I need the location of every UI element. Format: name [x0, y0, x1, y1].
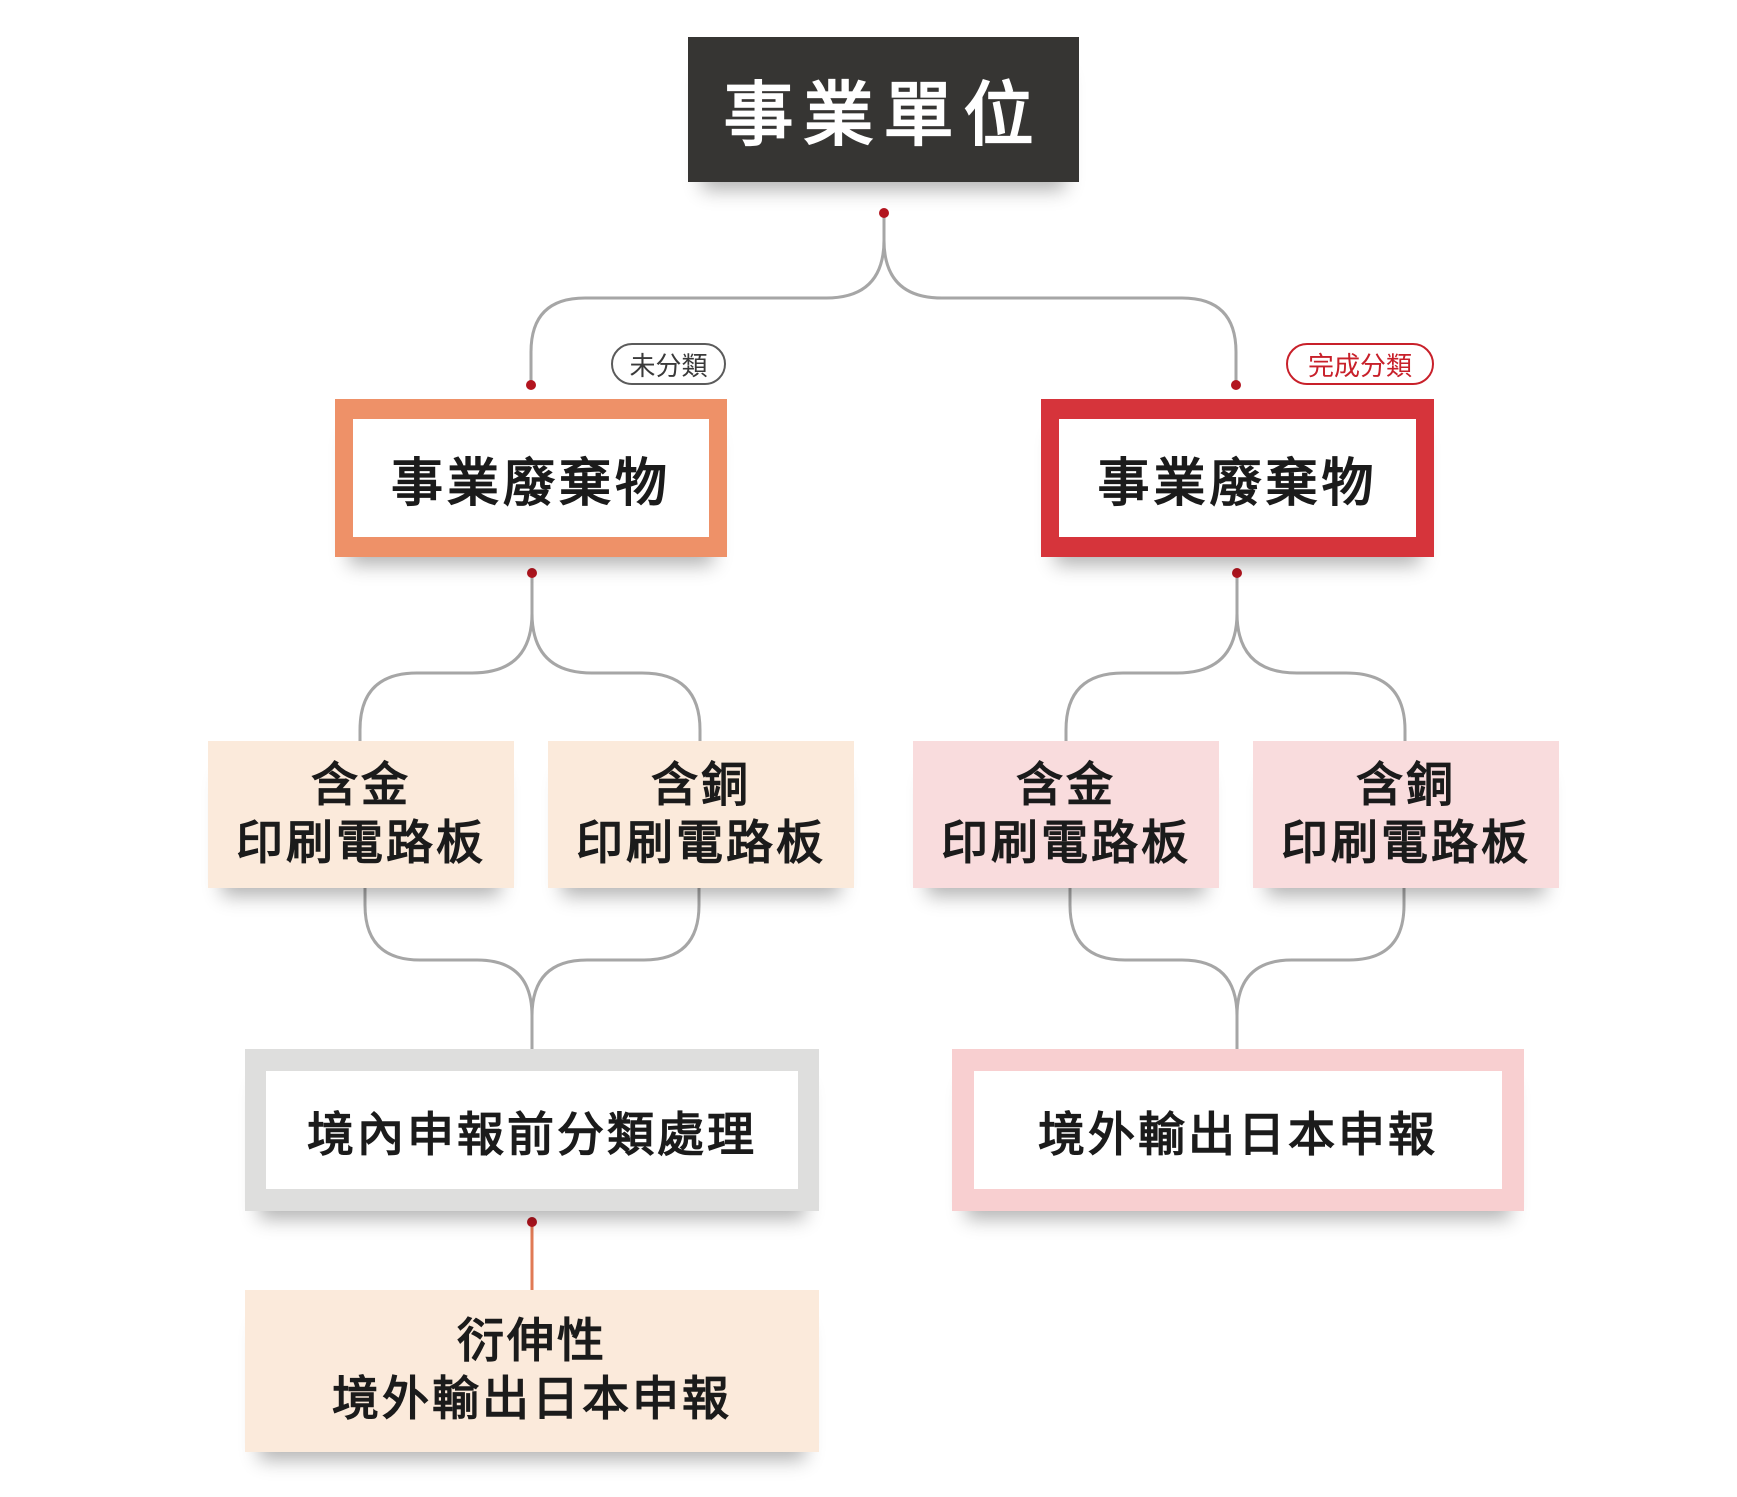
pcb-line2: 印刷電路板 [941, 815, 1191, 871]
connector-pcb-right-merge [1068, 888, 1239, 1049]
connector-dot-left-out [527, 568, 537, 578]
root-label: 事業單位 [723, 74, 1044, 156]
tag-sorted-label: 完成分類 [1307, 351, 1412, 382]
connector-dot-root [879, 208, 889, 218]
pcb-node-copper-unsorted: 含銅 印刷電路板 [548, 741, 854, 888]
outcome-node-domestic-inner: 境內申報前分類處理 [266, 1071, 798, 1189]
waste-node-sorted-label: 事業廢棄物 [1097, 453, 1378, 514]
connector-pcb-left-merge-b [530, 888, 701, 1017]
connector-waste-left-split-b [530, 612, 702, 741]
derived-node: 衍伸性 境外輸出日本申報 [245, 1290, 819, 1452]
root-node: 事業單位 [688, 37, 1079, 182]
connector-dot-left-in [526, 380, 536, 390]
derived-line2: 境外輸出日本申報 [332, 1372, 732, 1427]
pcb-line1: 含金 [311, 757, 411, 813]
connector-dot-right-in [1231, 380, 1241, 390]
pcb-node-gold-unsorted: 含金 印刷電路板 [208, 741, 514, 888]
connector-root-right [882, 239, 1238, 385]
outcome-node-export-label: 境外輸出日本申報 [1038, 1107, 1438, 1163]
tag-sorted: 完成分類 [1286, 343, 1434, 385]
pcb-line2: 印刷電路板 [1281, 815, 1531, 871]
pcb-line2: 印刷電路板 [236, 815, 486, 871]
waste-node-unsorted-inner: 事業廢棄物 [353, 419, 709, 537]
waste-node-unsorted: 事業廢棄物 [335, 399, 727, 557]
derived-line1: 衍伸性 [457, 1314, 607, 1369]
connector-waste-right-split [1064, 573, 1239, 741]
outcome-node-export: 境外輸出日本申報 [952, 1049, 1524, 1211]
connector-pcb-right-merge-b [1235, 888, 1406, 1017]
outcome-node-domestic: 境內申報前分類處理 [245, 1049, 819, 1211]
waste-node-sorted: 事業廢棄物 [1041, 399, 1434, 557]
pcb-node-gold-sorted: 含金 印刷電路板 [913, 741, 1219, 888]
tag-unsorted-label: 未分類 [629, 351, 708, 382]
waste-node-sorted-inner: 事業廢棄物 [1059, 419, 1416, 537]
connector-root-left [529, 213, 886, 385]
connector-waste-right-split-b [1235, 612, 1407, 741]
connector-dot-derived [527, 1217, 537, 1227]
tag-unsorted: 未分類 [611, 343, 726, 385]
pcb-node-copper-sorted: 含銅 印刷電路板 [1253, 741, 1559, 888]
pcb-line1: 含銅 [1356, 757, 1456, 813]
connector-dot-right-out [1232, 568, 1242, 578]
outcome-node-domestic-label: 境內申報前分類處理 [307, 1107, 757, 1163]
connector-waste-left-split [358, 573, 534, 741]
pcb-line1: 含金 [1016, 757, 1116, 813]
connector-pcb-left-merge [363, 888, 534, 1049]
pcb-line2: 印刷電路板 [576, 815, 826, 871]
waste-node-unsorted-label: 事業廢棄物 [390, 453, 671, 514]
pcb-line1: 含銅 [651, 757, 751, 813]
outcome-node-export-inner: 境外輸出日本申報 [974, 1071, 1502, 1189]
